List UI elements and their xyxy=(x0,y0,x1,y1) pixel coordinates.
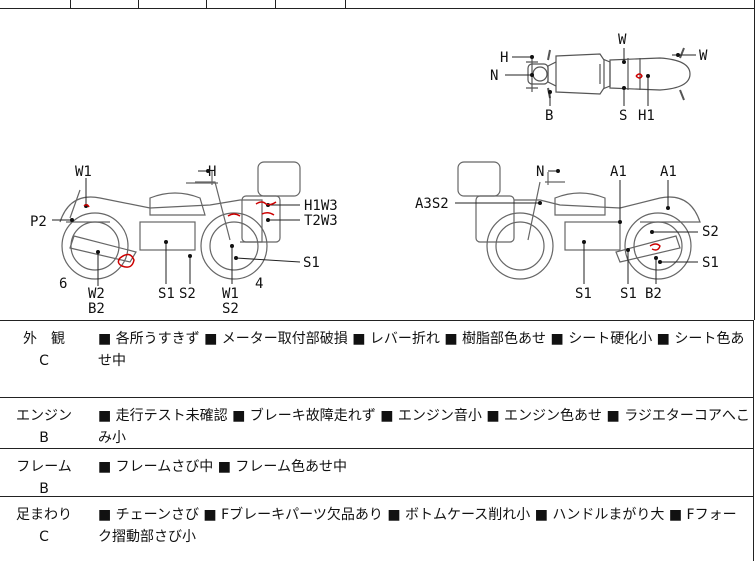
left-side-labels: W1 H P2 H1W3 T2W3 S1 6 W2 B2 S1 S2 W1 S2… xyxy=(30,164,338,317)
top-view-damage-mark xyxy=(635,73,643,79)
label-text: H1W3 xyxy=(304,198,338,214)
strip-divider xyxy=(345,0,346,8)
row-description: ■ 各所うすきず ■ メーター取付部破損 ■ レバー折れ ■ 樹脂部色あせ ■ … xyxy=(98,331,745,369)
row-description: ■ チェーンさび ■ Fブレーキパーツ欠品あり ■ ボトムケース削れ小 ■ ハン… xyxy=(98,507,737,545)
label-text: W xyxy=(699,48,708,64)
strip-divider xyxy=(70,0,71,8)
strip-divider xyxy=(275,0,276,8)
right-side-labels: N A1 A1 A3S2 S2 S1 S1 S1 B2 xyxy=(415,164,719,302)
strip-divider xyxy=(138,0,139,8)
label-text: S1 xyxy=(303,255,320,271)
top-view-drawing xyxy=(526,47,691,101)
category-label: フレーム xyxy=(16,459,72,475)
top-view-leaders xyxy=(505,48,696,106)
left-side-drawing xyxy=(59,161,301,280)
category-label: 足まわり xyxy=(16,507,72,523)
row-category: エンジン B xyxy=(0,405,88,449)
label-text: S1 xyxy=(620,286,637,302)
label-text: 4 xyxy=(255,276,263,292)
condition-table: 外 観 C ■ 各所うすきず ■ メーター取付部破損 ■ レバー折れ ■ 樹脂部… xyxy=(0,320,754,561)
label-text: W1 xyxy=(75,164,92,180)
label-text: A1 xyxy=(610,164,627,180)
condition-row-frame: フレーム B ■ フレームさび中 ■ フレーム色あせ中 xyxy=(0,448,754,497)
row-description: ■ 走行テスト未確認 ■ ブレーキ故障走れず ■ エンジン音小 ■ エンジン色あ… xyxy=(98,408,750,446)
label-text: 6 xyxy=(59,276,67,292)
label-text: S2 xyxy=(702,224,719,240)
label-text: S1 xyxy=(702,255,719,271)
row-category: フレーム B xyxy=(0,456,88,500)
label-text: A1 xyxy=(660,164,677,180)
label-text: N xyxy=(490,68,498,84)
left-side-damage-marks xyxy=(83,201,277,268)
top-view-marks xyxy=(530,53,680,94)
label-text: A3S2 xyxy=(415,196,449,212)
label-text: S1 xyxy=(158,286,175,302)
row-category: 外 観 C xyxy=(0,328,88,372)
category-grade: C xyxy=(39,529,49,545)
label-text: W xyxy=(618,32,627,48)
right-side-leaders xyxy=(455,170,698,284)
category-label: エンジン xyxy=(16,408,72,424)
right-side-damage-mark xyxy=(649,243,661,251)
category-label: 外 観 xyxy=(23,331,65,347)
category-grade: B xyxy=(39,430,49,446)
label-text: P2 xyxy=(30,214,47,230)
category-grade: B xyxy=(39,481,49,497)
label-text: S1 xyxy=(575,286,592,302)
label-text: S2 xyxy=(222,301,239,317)
label-text: H xyxy=(208,164,216,180)
motorcycle-damage-diagram: H N W W B S H1 xyxy=(0,9,755,320)
diagram-svg: H N W W B S H1 xyxy=(30,32,719,317)
condition-row-exterior: 外 観 C ■ 各所うすきず ■ メーター取付部破損 ■ レバー折れ ■ 樹脂部… xyxy=(0,320,754,397)
right-side-marks xyxy=(538,169,670,264)
strip-divider xyxy=(206,0,207,8)
row-category: 足まわり C xyxy=(0,504,88,548)
label-text: S2 xyxy=(179,286,196,302)
label-text: B2 xyxy=(645,286,662,302)
label-text: T2W3 xyxy=(304,213,338,229)
top-table-strip xyxy=(0,0,755,9)
label-text: B xyxy=(545,108,553,124)
category-grade: C xyxy=(39,353,49,369)
label-text: N xyxy=(536,164,544,180)
row-description: ■ フレームさび中 ■ フレーム色あせ中 xyxy=(98,459,347,475)
top-view-labels: H N W W B S H1 xyxy=(490,32,708,124)
label-text: B2 xyxy=(88,301,105,317)
label-text: H xyxy=(500,50,508,66)
label-text: S xyxy=(619,108,627,124)
condition-row-suspension: 足まわり C ■ チェーンさび ■ Fブレーキパーツ欠品あり ■ ボトムケース削… xyxy=(0,496,754,561)
label-text: W1 xyxy=(222,286,239,302)
condition-row-engine: エンジン B ■ 走行テスト未確認 ■ ブレーキ故障走れず ■ エンジン音小 ■… xyxy=(0,397,754,448)
label-text: W2 xyxy=(88,286,105,302)
label-text: H1 xyxy=(638,108,655,124)
right-side-drawing xyxy=(457,161,701,280)
